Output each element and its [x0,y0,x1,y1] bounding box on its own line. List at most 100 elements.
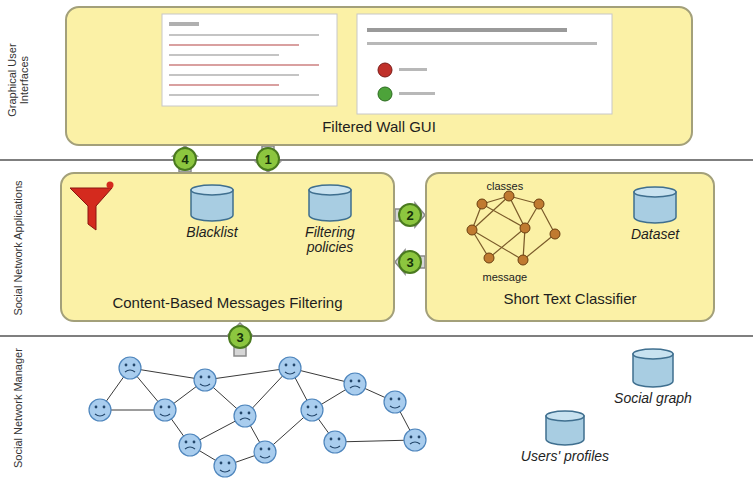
face-eye [338,438,341,441]
user-face [324,431,346,453]
user-face [254,441,276,463]
user-face [301,399,323,421]
user-face [214,455,236,477]
network-link [523,234,555,260]
face-eye [398,398,401,401]
datastore-label: Social graph [598,391,708,406]
user-face [179,434,201,456]
accept-button [378,87,392,101]
face-eye [160,406,163,409]
step-number: 4 [173,147,197,171]
screenshot-line [169,44,299,46]
datastore: Filtering policies [290,184,370,256]
datastore: Blacklist [172,184,252,240]
face-mouth [307,414,317,416]
user-face [344,373,366,395]
network-link [472,230,523,260]
screenshot-line [169,34,319,36]
layer-label: Social Network Manager [12,343,24,473]
database-cylinder [633,186,677,224]
database-cylinder [545,410,585,446]
step-number: 1 [256,147,280,171]
face-mouth [330,446,340,448]
datastore-label: Users' profiles [510,449,620,464]
database-cylinder [632,348,674,388]
face-mouth [125,370,135,372]
network-unit [467,225,477,235]
datastore-label: Blacklist [172,225,252,240]
reject-button [378,63,392,77]
datastore-label: Dataset [615,227,695,242]
user-face [234,405,256,427]
face-eye [220,462,223,465]
datastore: Dataset [615,186,695,242]
classifier-links [467,191,560,265]
step-number: 3 [398,250,422,274]
screenshot-line [399,68,427,71]
user-face [279,357,301,379]
datastore: Social graph [598,348,708,406]
face-eye [350,380,353,383]
face-eye [330,438,333,441]
filter-funnel [68,180,118,236]
user-face [119,357,141,379]
face-eye [410,436,413,439]
user-face [89,399,111,421]
face-mouth [95,414,105,416]
face-eye [268,448,271,451]
social-link [205,368,290,380]
user-face [194,369,216,391]
face-eye [285,364,288,367]
classifier-label: classes [487,180,524,192]
layer-label: Graphical User Interfaces [6,20,30,140]
cylinder-top [546,411,584,421]
cylinder-top [191,185,233,195]
user-face [404,429,426,451]
face-mouth [350,386,360,388]
social-link [335,440,415,442]
face-mouth [390,406,400,408]
screenshot-line [367,28,567,32]
screenshot-line [169,74,299,76]
user-face [384,391,406,413]
band-divider [0,159,753,161]
face-eye [185,441,188,444]
funnel-shape [70,188,112,230]
network-link [489,228,525,258]
face-eye [248,412,251,415]
face-eye [168,406,171,409]
datastore: Users' profiles [510,410,620,464]
screenshot-panel [357,14,612,114]
face-eye [95,406,98,409]
network-link [472,196,509,230]
face-eye [133,364,136,367]
network-unit [550,229,560,239]
social-network-graph [89,357,426,477]
component-box: Short Text ClassifierDataset [425,172,715,322]
face-eye [307,406,310,409]
face-eye [418,436,421,439]
network-unit [518,255,528,265]
box-title: Content-Based Messages Filtering [62,294,393,312]
screenshot-lines [169,34,319,96]
face-eye [208,376,211,379]
face-mouth [185,447,195,449]
box-title: Filtered Wall GUI [67,118,691,136]
component-box: Content-Based Messages Filtering Blacklis… [60,172,395,322]
block-arrow [173,146,197,172]
cylinder-top [633,349,673,359]
block-arrow [395,203,425,227]
network-unit [484,253,494,263]
face-mouth [240,418,250,420]
face-eye [200,376,203,379]
screenshot-line [399,92,435,95]
funnel-drop [107,182,114,189]
face-mouth [200,384,210,386]
screenshot-line [169,64,319,66]
cylinder-top [634,187,676,197]
face-mouth [260,456,270,458]
datastore-label: Filtering policies [290,225,370,256]
screenshot-line [169,84,279,86]
face-eye [358,380,361,383]
screenshot-panel [162,14,337,106]
